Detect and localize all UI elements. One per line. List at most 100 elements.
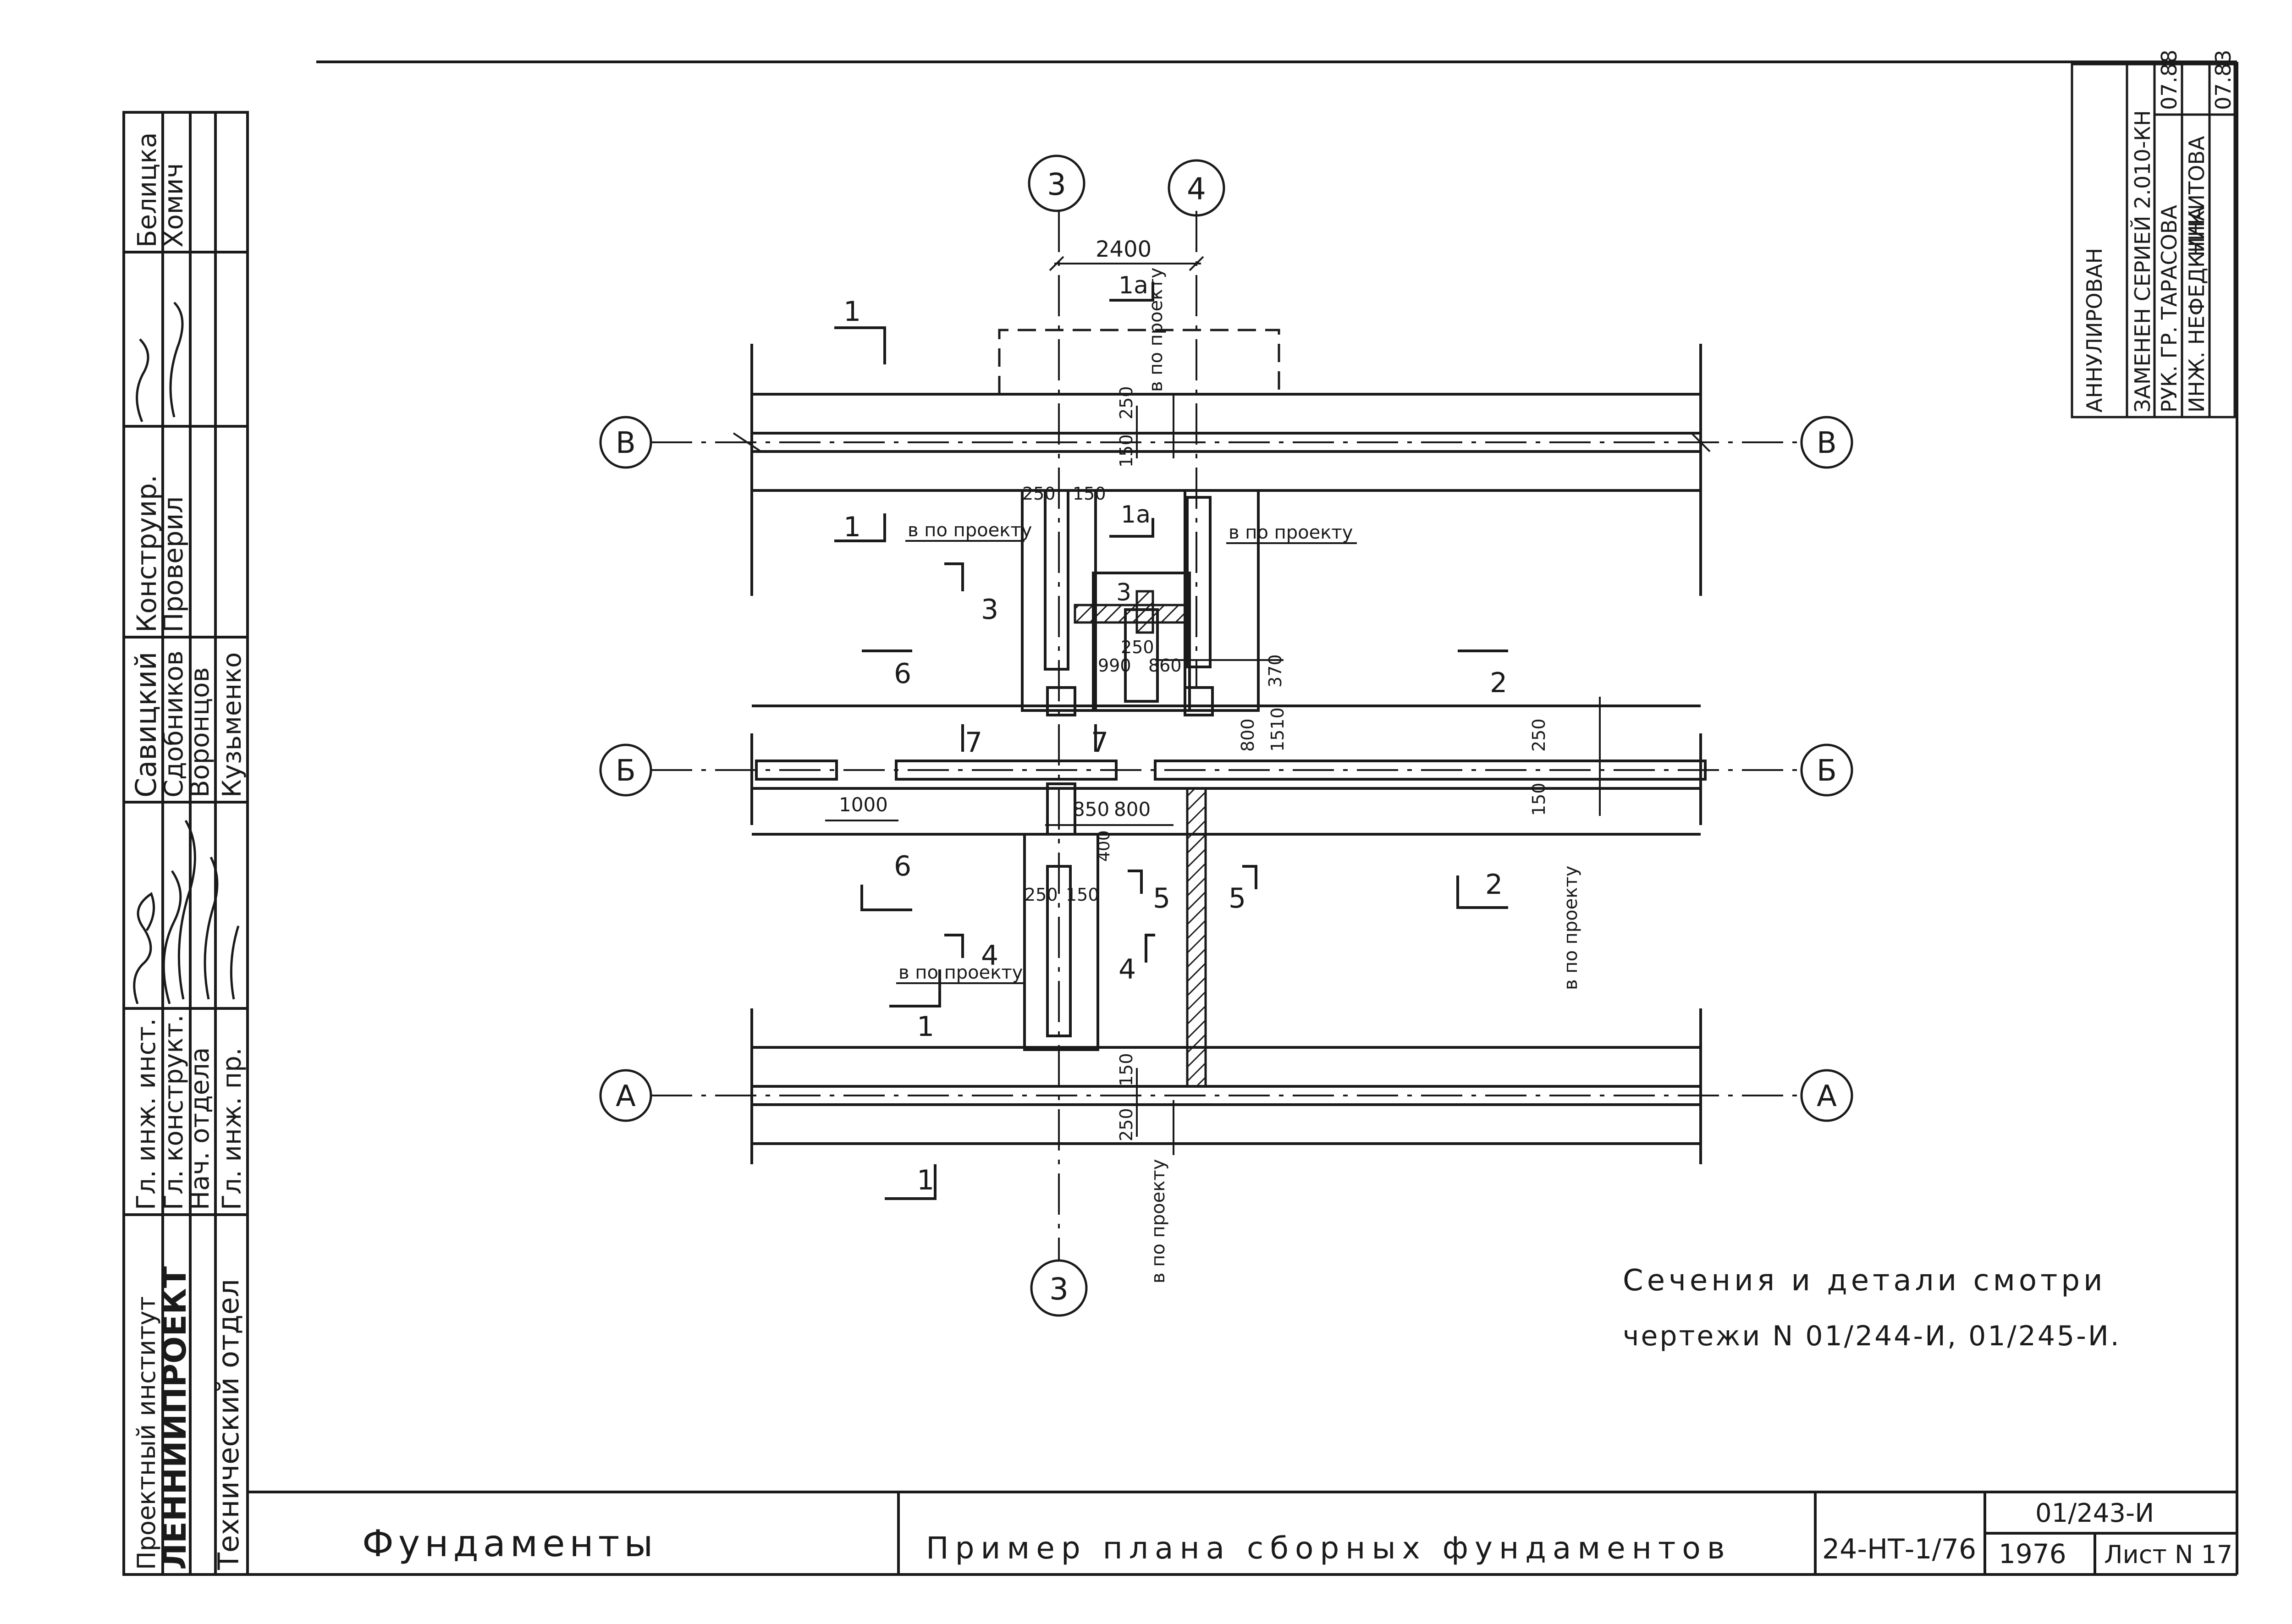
name-khomich: Хомич [159,163,189,248]
po-proektu-top: в по проекту [1146,268,1167,392]
row-axis-lines [651,441,1802,1096]
series-label: 24-НТ-1/76 [1822,1533,1976,1565]
section-markers [834,282,1508,1200]
dimension-lines [825,256,1601,1155]
org-line1: Проектный институт [132,1296,161,1570]
po-proektu-bottom: в по проекту [1148,1159,1169,1283]
stamp-line4: ИНЖ. НЕФЕДКИНА [2184,206,2209,413]
row-axis-bubbles: В В Б Б А А [599,416,1853,1122]
name-kuzmenko: Кузьменко [217,652,247,798]
name-savitsky: Савицкий [129,652,163,798]
role-dept-head: Нач. отдела [185,1047,215,1210]
name-belitska: Белицка [132,132,162,248]
stamp-line4b: НИКИТОВА [2184,136,2209,257]
strip-foundation-row-b-upper [733,344,1711,596]
svg-text:4: 4 [1187,171,1206,207]
svg-text:А: А [616,1079,636,1113]
main-title: Фундаменты [362,1522,658,1565]
signatures [133,302,240,1004]
by-project-callouts: в по проекту в по проекту в по проекту в… [896,268,1581,1283]
stamp-line2: ЗАМЕНЕН СЕРИЕЙ 2.010-КН [2130,110,2155,413]
role-checker: Проверил [158,496,189,633]
section-5-left: 5 [1153,882,1170,914]
dim-250-bottom: 250 [1116,1108,1136,1141]
svg-text:В: В [1817,426,1837,460]
dim-860: 860 [1148,655,1182,676]
name-sdobnikov: Сдобников [159,650,189,798]
dim-250-col: 250 [1022,484,1056,504]
section-labels: 1 1а 1 1а 3 3 6 2 7 7 6 5 5 2 4 4 1 1 [843,272,1507,1196]
dim-150-col: 150 [1073,484,1106,504]
section-1a-mid: 1а [1121,501,1151,528]
axis-bubble-right-v [1800,416,1853,469]
column-axis-bubbles: 3 4 3 [1028,154,1225,1317]
note-line1: Сечения и детали смотри [1623,1264,2106,1298]
role-chief-engineer: Гл. инж. инст. [132,1018,161,1210]
cancellation-stamp: АННУЛИРОВАН ЗАМЕНЕН СЕРИЕЙ 2.010-КН РУК.… [2071,50,2237,418]
po-proektu-left: в по проекту [908,520,1032,541]
role-designer: Конструир. [131,475,162,633]
section-7-right: 7 [1091,727,1108,759]
drawing-number: 01/243-И [2035,1498,2154,1528]
dim-990: 990 [1098,655,1131,676]
dimension-texts: 2400 250 150 250 150 250 990 860 370 800… [839,237,1549,1141]
column-axis-lines [1058,211,1197,1261]
section-4-right: 4 [1118,953,1136,985]
stamp-date4: 07.83 [2211,50,2236,110]
department-label: Технический отдел [212,1279,245,1570]
axis-bubble-left-b [599,743,652,797]
axis-bubble-right-b [1800,743,1853,797]
svg-text:Б: Б [1817,754,1837,788]
name-vorontsov: Воронцов [185,667,215,798]
role-chief-constructor: Гл. конструкт. [159,1014,189,1210]
dim-250-top: 250 [1116,386,1136,419]
section-1-lower: 1 [917,1011,934,1043]
dim-150-low: 150 [1066,885,1099,905]
svg-text:Б: Б [616,754,636,788]
section-1-bottom: 1 [917,1164,934,1196]
role-project-engineer: Гл. инж. пр. [217,1047,247,1210]
svg-text:3: 3 [1049,1272,1069,1307]
po-proektu-right: в по проекту [1229,522,1353,543]
sheet-number: Лист N 17 [2104,1540,2232,1569]
section-4-left: 4 [981,940,998,972]
axis-bubble-left-v [599,416,652,469]
foundation-plan: В В Б Б А А 3 4 3 [599,154,2121,1352]
dim-800-right: 800 [1238,718,1258,752]
note-line2: чертежи N 01/244-И, 01/245-И. [1623,1320,2121,1352]
stamp-line3: РУК. ГР. ТАРАСОВА [2157,205,2182,413]
dim-850: 850 [1073,798,1109,820]
dim-2400: 2400 [1096,237,1152,262]
strip-foundation-row-b [750,705,1707,836]
dim-150-right: 150 [1529,782,1549,816]
sheet-frame [124,61,2238,1576]
year-label: 1976 [1999,1538,2066,1569]
dim-400: 400 [1095,830,1113,862]
strip-foundation-row-a [750,1008,1702,1164]
section-2-upper: 2 [1490,667,1507,699]
section-6-upper: 6 [894,658,911,690]
dim-1510: 1510 [1267,707,1288,752]
section-1-top: 1 [843,296,861,328]
axis-bubble-col-3-bottom [1030,1259,1088,1317]
dim-250-mid: 250 [1121,637,1154,657]
org-name: ЛЕННИИПРОЕКТ [156,1266,193,1570]
dim-1000: 1000 [839,793,888,816]
stamp-date3: 07.88 [2157,50,2182,110]
svg-text:3: 3 [1047,167,1066,202]
axis-bubble-col-4-top [1168,159,1225,217]
stamp-line1: АННУЛИРОВАН [2082,248,2107,413]
dim-800: 800 [1114,798,1151,820]
section-1-left: 1 [843,511,861,543]
dim-250-low: 250 [1025,885,1058,905]
section-3-left: 3 [981,594,998,626]
axis-bubble-right-a [1800,1069,1853,1122]
axis-bubble-col-3-top [1028,154,1085,212]
dashed-upper-projection [998,329,1280,394]
sheet-title: Пример плана сборных фундаментов [926,1530,1731,1566]
axis-bubble-left-a [599,1069,652,1122]
hatched-elements [1074,590,1207,1088]
dim-150-top: 150 [1116,434,1136,468]
column-footings [1021,489,1260,1051]
